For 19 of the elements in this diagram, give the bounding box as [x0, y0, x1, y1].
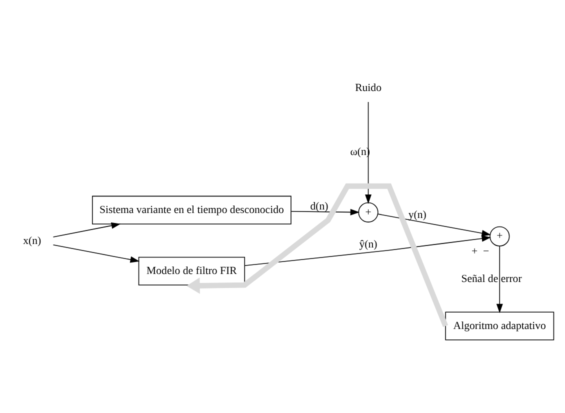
arrow: [244, 234, 492, 266]
node-box: Modelo de filtro FIR: [138, 256, 246, 285]
arrow: [496, 245, 503, 313]
arrow: [52, 244, 140, 262]
node-circle: +: [358, 202, 378, 222]
node-box: Algoritmo adaptativo: [445, 311, 554, 340]
arrow: [378, 213, 492, 236]
node-box: Sistema variante en el tiempo desconocido: [92, 195, 292, 224]
node-label: + −: [472, 245, 490, 258]
arrow: [290, 208, 360, 215]
arrow: [186, 182, 448, 327]
node-circle: +: [490, 226, 510, 246]
node-text: x(n): [23, 234, 42, 246]
edge-label: Señal de error: [461, 272, 522, 284]
node-text: Ruido: [355, 81, 382, 94]
edge-label: d(n): [310, 200, 328, 212]
arrow: [52, 222, 121, 237]
edge-label: ŷ(n): [359, 238, 378, 250]
edge-label: y(n): [408, 208, 426, 220]
